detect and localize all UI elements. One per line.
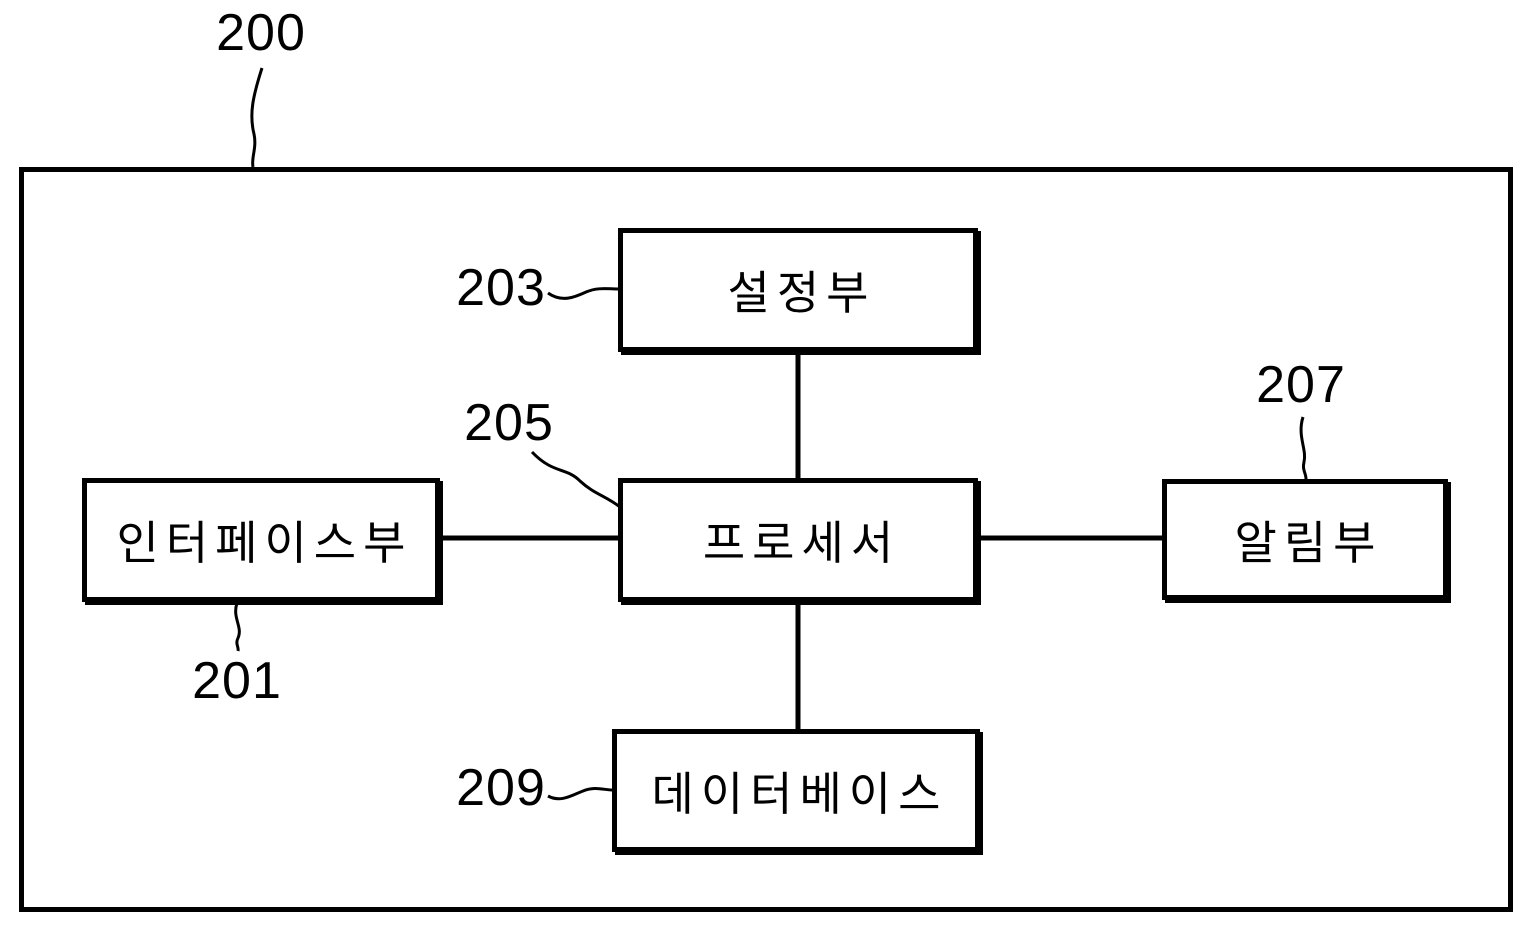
ref-label-207: 207: [1256, 356, 1346, 414]
box-processor-label: 프로세서: [702, 517, 901, 569]
box-settings: 설정부: [618, 228, 978, 352]
ref-label-205: 205: [464, 394, 554, 452]
box-processor: 프로세서: [618, 478, 978, 602]
leader-line-207: [1299, 416, 1308, 480]
box-settings-label: 설정부: [727, 267, 876, 319]
box-database: 데이터베이스: [612, 729, 980, 852]
ref-label-200: 200: [216, 4, 306, 62]
ref-label-201: 201: [192, 652, 282, 710]
box-notification-label: 알림부: [1234, 516, 1383, 569]
leader-line-200: [250, 67, 264, 168]
leader-line-201: [234, 602, 241, 652]
ref-label-209: 209: [456, 759, 546, 817]
ref-label-203: 203: [456, 259, 546, 317]
leader-line-209: [547, 786, 613, 801]
leader-line-203: [547, 287, 619, 300]
box-notification: 알림부: [1162, 479, 1448, 600]
system-boundary-box: [19, 167, 1513, 912]
box-interface-label: 인터페이스부: [116, 517, 413, 569]
leader-line-205: [530, 450, 621, 509]
box-database-label: 데이터베이스: [651, 767, 948, 820]
box-interface: 인터페이스부: [82, 478, 440, 602]
